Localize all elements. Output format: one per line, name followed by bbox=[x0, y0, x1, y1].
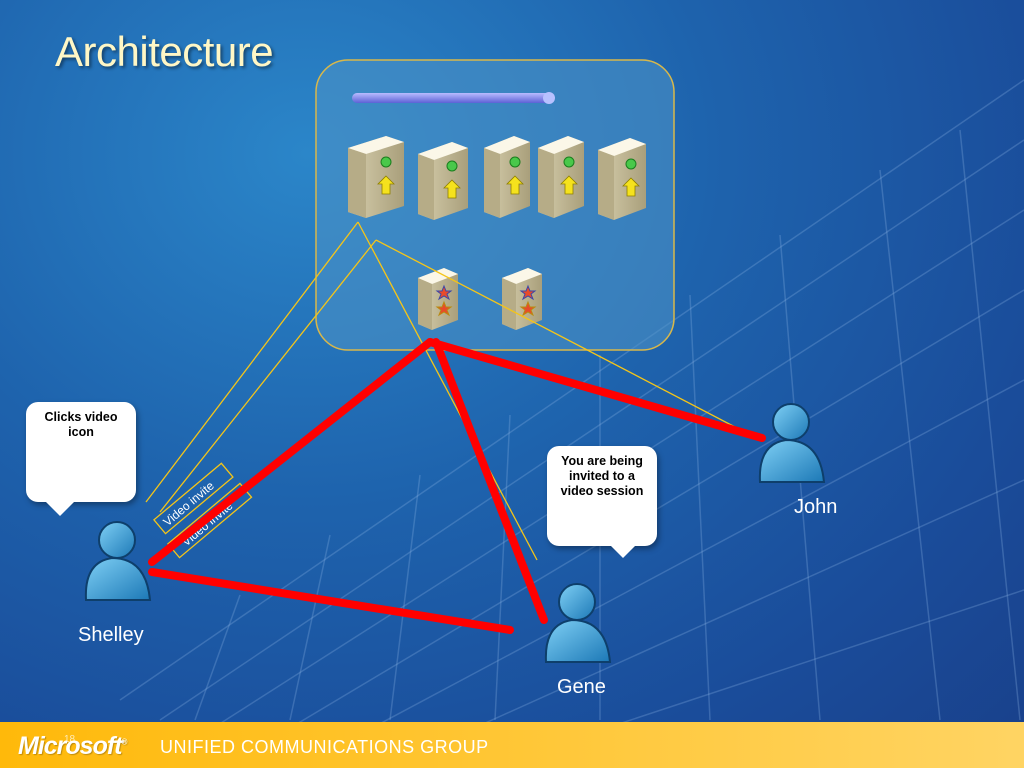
footer-group-name: UNIFIED COMMUNICATIONS GROUP bbox=[160, 737, 489, 757]
media-line bbox=[148, 568, 514, 634]
person-icon-shelley bbox=[84, 521, 152, 601]
slide-number: 18 bbox=[64, 734, 76, 745]
av-mcu-server-icon bbox=[502, 268, 542, 330]
person-name-shelley: Shelley bbox=[78, 624, 144, 646]
microsoft-logo: Microsoft® bbox=[18, 732, 127, 760]
callout-gene: You are being invited to a video session bbox=[547, 446, 657, 558]
signal-line bbox=[375, 239, 761, 441]
media-line bbox=[148, 338, 434, 566]
signal-line bbox=[357, 221, 538, 561]
av-mcu-server-icon bbox=[418, 268, 458, 330]
server-icon bbox=[348, 136, 404, 218]
server-icon bbox=[598, 138, 646, 220]
server-icon bbox=[538, 136, 584, 218]
person-name-john: John bbox=[794, 496, 838, 518]
server-icon bbox=[418, 142, 468, 220]
server-icon bbox=[484, 136, 530, 218]
slide-title: Architecture bbox=[55, 28, 274, 75]
load-balancer-bar bbox=[352, 93, 552, 103]
signal-line bbox=[159, 239, 377, 513]
callout-shelley: Clicks video icon bbox=[26, 402, 136, 516]
signal-line bbox=[145, 221, 359, 503]
footer-bar: Microsoft® 18 UNIFIED COMMUNICATIONS GRO… bbox=[0, 722, 1024, 768]
media-line bbox=[426, 338, 766, 442]
person-name-gene: Gene bbox=[557, 676, 606, 698]
media-line bbox=[432, 338, 548, 624]
person-icon-john bbox=[758, 403, 826, 483]
person-icon-gene bbox=[544, 583, 612, 663]
